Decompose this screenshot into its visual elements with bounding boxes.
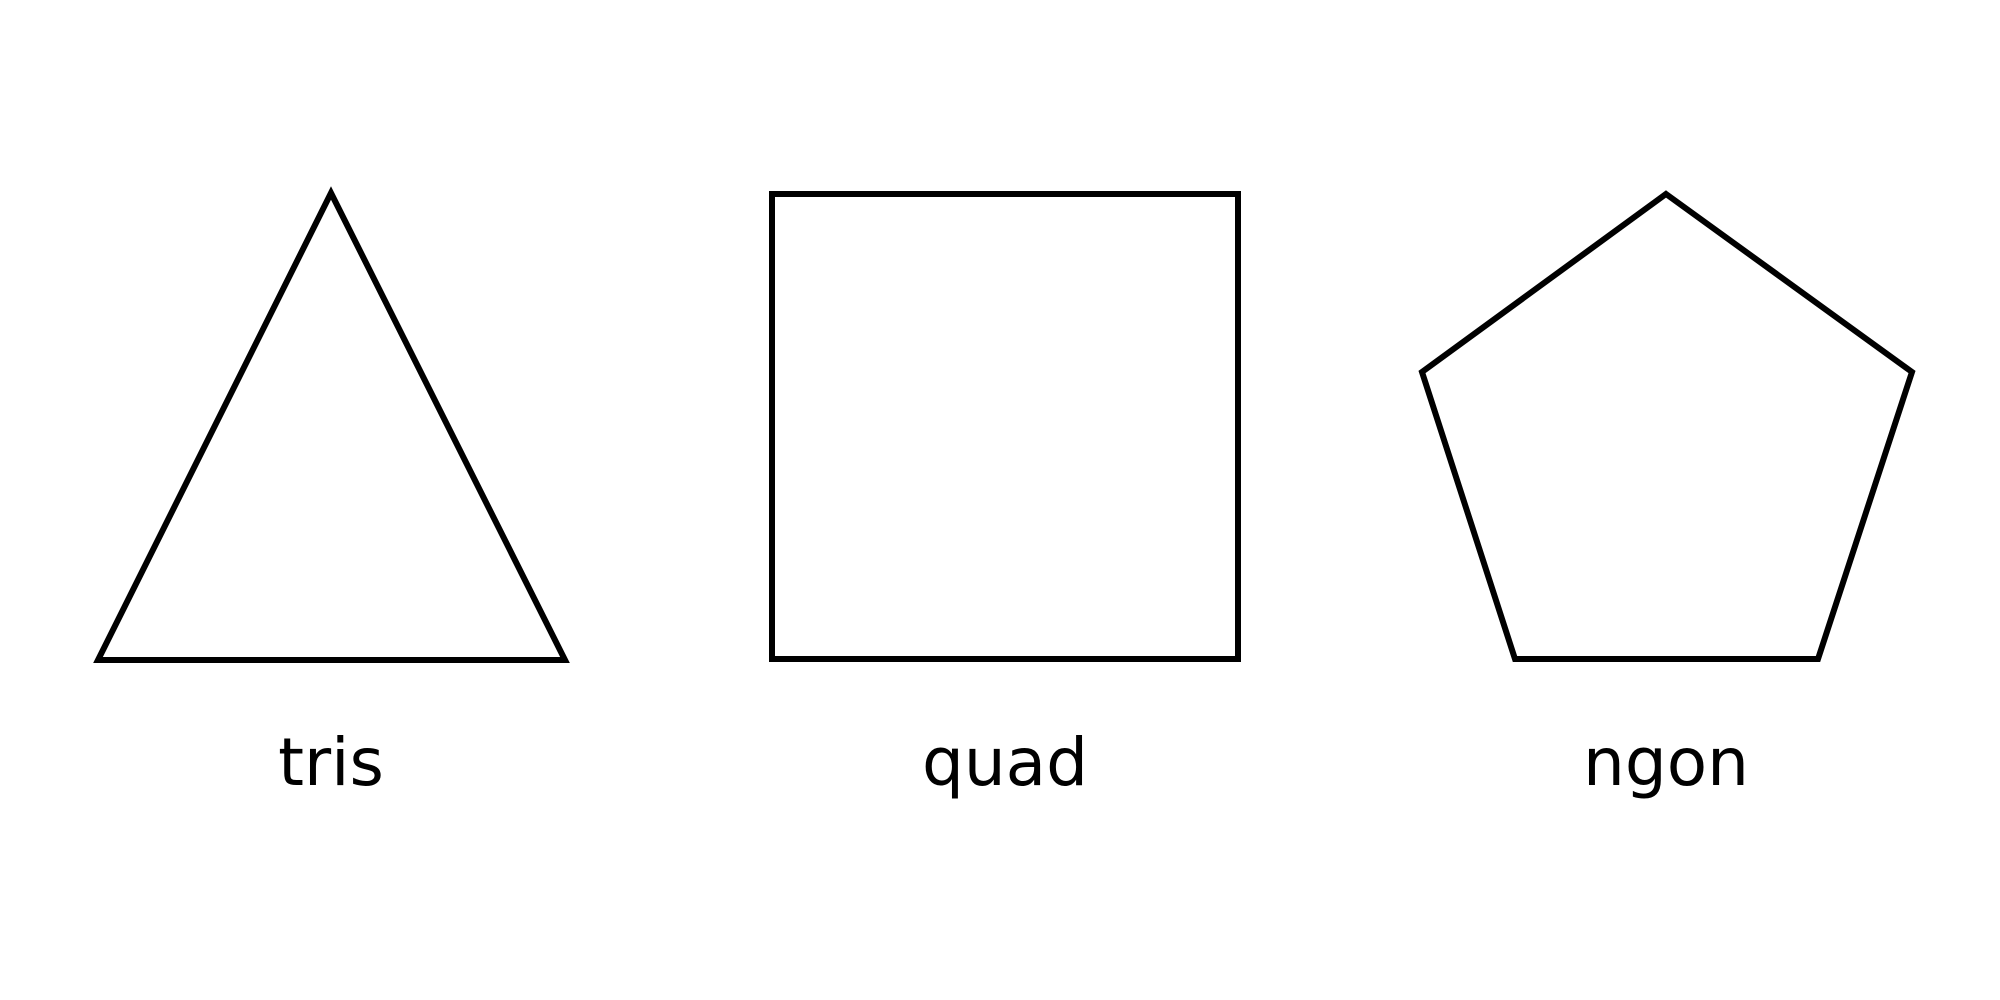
triangle-shape	[93, 186, 570, 663]
square-shape	[769, 191, 1241, 662]
triangle-label: tris	[278, 724, 384, 801]
pentagon-label: ngon	[1583, 724, 1749, 801]
pentagon-figure: ngon	[1418, 190, 1916, 801]
square-label: quad	[922, 724, 1088, 801]
triangle-figure: tris	[93, 186, 570, 801]
pentagon-shape	[1418, 190, 1916, 662]
square-figure: quad	[769, 191, 1241, 801]
